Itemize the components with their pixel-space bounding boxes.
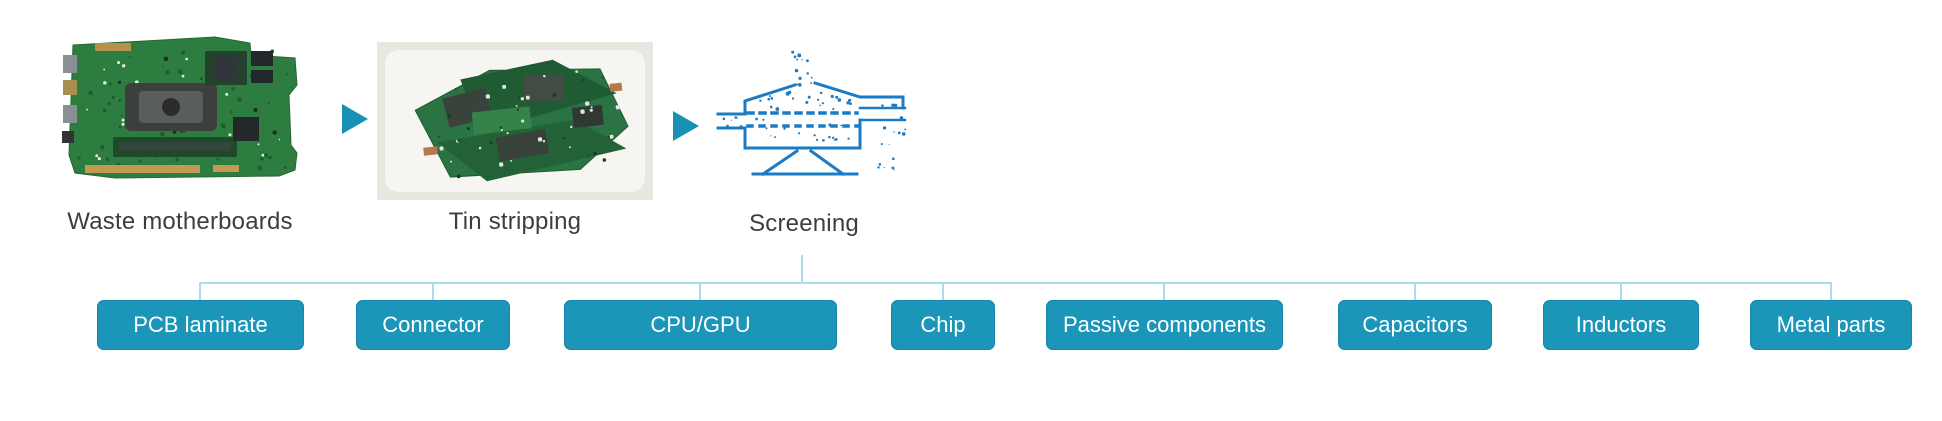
tin-stripping-photo <box>377 42 653 200</box>
drop-line-chip <box>942 282 944 300</box>
flow-arrow-icon <box>673 111 699 141</box>
drop-line-cpu-gpu <box>699 282 701 300</box>
screening-stem-line <box>801 255 803 282</box>
screening-machine-icon <box>715 50 907 178</box>
output-box-passive-components: Passive components <box>1046 300 1283 350</box>
drop-line-capacitors <box>1414 282 1416 300</box>
output-box-metal-parts: Metal parts <box>1750 300 1912 350</box>
waste-motherboards-photo <box>55 25 305 190</box>
flow-arrow-icon <box>342 104 368 134</box>
output-box-capacitors: Capacitors <box>1338 300 1492 350</box>
step-label-tin-stripping: Tin stripping <box>448 208 582 235</box>
branch-rail-line <box>200 282 1831 284</box>
output-box-chip: Chip <box>891 300 995 350</box>
step-label-waste-motherboards: Waste motherboards <box>67 208 293 235</box>
stripped-boards-illustration <box>377 42 653 200</box>
output-box-inductors: Inductors <box>1543 300 1699 350</box>
output-box-cpu-gpu: CPU/GPU <box>564 300 837 350</box>
drop-line-connector <box>432 282 434 300</box>
screening-machine-drawing <box>716 50 907 177</box>
drop-line-inductors <box>1620 282 1622 300</box>
drop-line-passive-components <box>1163 282 1165 300</box>
drop-line-metal-parts <box>1830 282 1832 300</box>
output-box-pcb-laminate: PCB laminate <box>97 300 304 350</box>
output-box-connector: Connector <box>356 300 510 350</box>
motherboard-illustration <box>62 36 298 179</box>
step-label-screening: Screening <box>749 210 859 237</box>
drop-line-pcb-laminate <box>199 282 201 300</box>
